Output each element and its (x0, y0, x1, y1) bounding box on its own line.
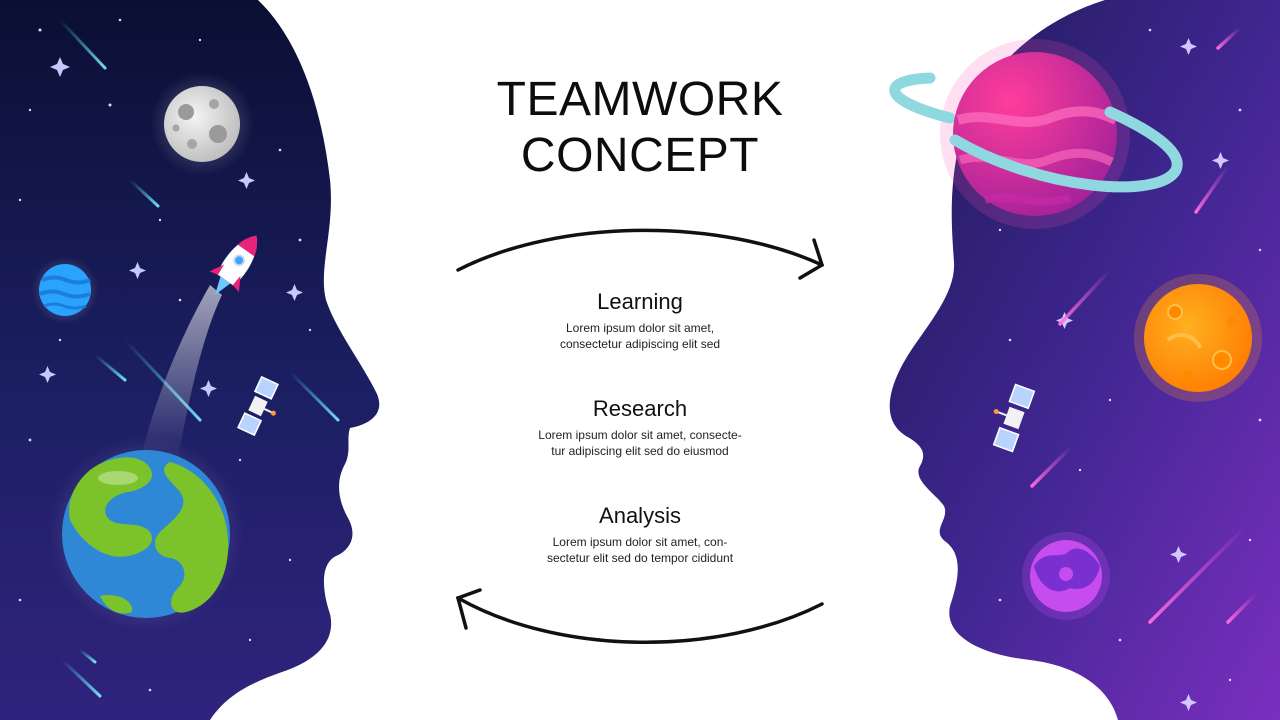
blue-planet-icon (31, 256, 99, 324)
item-analysis: Analysis Lorem ipsum dolor sit amet, con… (490, 502, 790, 566)
title-line-1: TEAMWORK (496, 73, 784, 126)
left-stars (18, 18, 312, 692)
rocket-icon (209, 235, 258, 295)
item-heading: Analysis (599, 503, 681, 528)
satellite-icon (237, 375, 279, 437)
item-heading: Learning (597, 289, 683, 314)
moon-icon (150, 72, 254, 176)
arrow-left-icon (455, 588, 824, 644)
ringed-planet-icon (889, 39, 1183, 229)
purple-planet-icon (1022, 532, 1110, 620)
title-line-2: CONCEPT (520, 129, 760, 182)
slide-title: TEAMWORK CONCEPT (440, 72, 840, 184)
item-research: Research Lorem ipsum dolor sit amet, con… (490, 395, 790, 459)
arrow-right-icon (456, 228, 825, 280)
item-learning: Learning Lorem ipsum dolor sit amet, con… (490, 288, 790, 352)
item-description: Lorem ipsum dolor sit amet, consectetur … (559, 321, 721, 351)
rocket-trail (140, 285, 222, 460)
satellite-icon-right (992, 383, 1036, 453)
item-description: Lorem ipsum dolor sit amet, consecte- tu… (538, 428, 742, 458)
item-description: Lorem ipsum dolor sit amet, con- sectetu… (546, 535, 734, 565)
right-meteors (1030, 26, 1258, 624)
item-heading: Research (592, 396, 688, 421)
orange-planet-icon (1134, 274, 1262, 402)
earth-icon (48, 436, 244, 632)
